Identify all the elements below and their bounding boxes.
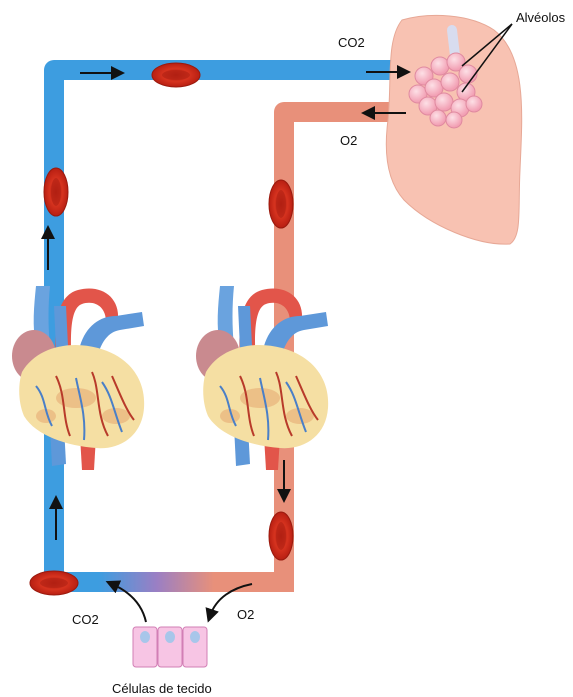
lung-icon [386,15,521,244]
heart-icon-left [12,286,144,470]
red-blood-cell-icon [269,512,293,560]
heart-icon-right [196,286,328,470]
tissue-cells-label: Células de tecido [112,681,212,696]
co2-bottom-label: CO2 [72,612,99,627]
red-blood-cell-icon [269,180,293,228]
co2-top-label: CO2 [338,35,365,50]
o2-top-label: O2 [340,133,357,148]
arterial-vessel [284,112,408,582]
tissue-cells-icon [133,627,207,667]
red-blood-cell-icon [152,63,200,87]
o2-bottom-label: O2 [237,607,254,622]
red-blood-cell-icon [44,168,68,216]
alveolos-label: Alvéolos [516,10,565,25]
capillary-vessel [44,572,294,592]
red-blood-cell-icon [30,571,78,595]
